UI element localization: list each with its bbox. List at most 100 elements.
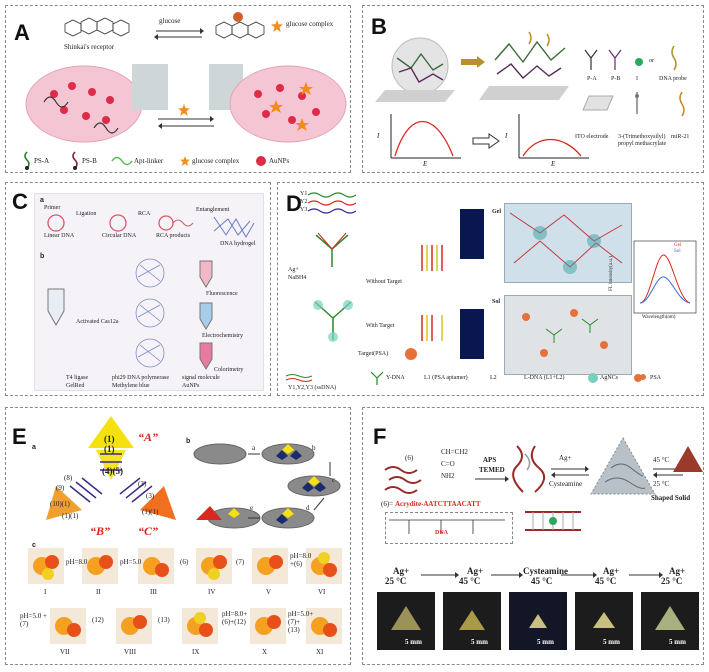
d-gel-label: Gel bbox=[492, 209, 501, 215]
d-fluor-photo-sol bbox=[460, 309, 484, 359]
equilibrium-arrows bbox=[154, 28, 204, 40]
legend-ps-b: PS-B bbox=[82, 157, 97, 165]
droplet-arrows bbox=[158, 116, 214, 129]
e-tri-num-1a: (1) bbox=[104, 434, 115, 444]
e-disk-steps bbox=[193, 443, 341, 529]
f-scale-5: 5 mm bbox=[669, 638, 686, 646]
f-seq: Acrydite-AATCTTAACATT bbox=[395, 500, 481, 508]
f-chem-1: CH=CH2 bbox=[441, 448, 468, 456]
d-sol-label: Sol bbox=[492, 299, 501, 305]
hydrogel-degraded bbox=[479, 31, 569, 100]
legend-aunps: AuNPs bbox=[269, 157, 290, 165]
panel-e: E a (1) (1) (4)(5) (8) (9) (10)(1) (1)(1… bbox=[5, 407, 351, 665]
d-legend-l1: L1 (PSA aptamer) bbox=[424, 375, 468, 381]
e-sub-c: c bbox=[32, 542, 36, 549]
legend-psb-icon bbox=[72, 151, 78, 170]
c-tube-main bbox=[47, 288, 65, 327]
d-legend-ydna: Y-DNA bbox=[386, 375, 405, 381]
center-star-icon bbox=[178, 104, 190, 116]
e-row1-arrow-3: (6) bbox=[180, 558, 189, 566]
d-gel-network bbox=[509, 212, 623, 274]
f-polymer-backbone bbox=[389, 519, 505, 534]
f-ag-label: Ag+ bbox=[559, 454, 572, 462]
c-dna-hydrogel bbox=[213, 216, 255, 239]
c-enzyme-label: Activated Cas12a bbox=[76, 319, 119, 325]
receptor-complex-structure bbox=[215, 12, 265, 39]
f-scale-3: 5 mm bbox=[537, 638, 554, 646]
d-plot-xlabel: Wavelength(nm) bbox=[642, 315, 676, 320]
legend-p-b: P-B bbox=[611, 76, 621, 82]
f-step3-l2: 45 °C bbox=[531, 576, 553, 586]
c-fluorescence: Fluorescence bbox=[206, 291, 238, 297]
d-psa-icon bbox=[405, 348, 417, 360]
d-target-psa: Target(PSA) bbox=[358, 351, 389, 357]
panel-d: D Y1 Y2 Y3 Ag+ NaBH4 Without Target With… bbox=[277, 182, 704, 396]
d-y3: Y3 bbox=[300, 207, 308, 213]
legend-p-a: P-A bbox=[587, 76, 597, 82]
c-legend-gelred: GelRed bbox=[66, 383, 85, 389]
legend-i-icon bbox=[635, 58, 643, 66]
f-step4-l1: Ag+ bbox=[603, 566, 620, 576]
e-label-b: “B” bbox=[90, 524, 111, 538]
d-fluor-photo-gel bbox=[460, 209, 484, 259]
e-roman-iv: IV bbox=[208, 588, 216, 596]
d-plot-series-gel: Gel bbox=[674, 243, 682, 248]
legend-silane-icon bbox=[635, 92, 639, 114]
d-nabh4: NaBH4 bbox=[288, 275, 307, 281]
legend-mir21: miR-21 bbox=[671, 134, 690, 140]
e-roman-xi: XI bbox=[316, 648, 324, 656]
e-step-b: b bbox=[312, 444, 316, 452]
e-step-c: c bbox=[332, 476, 336, 484]
e-roman-i: I bbox=[44, 588, 47, 596]
f-scale-4: 5 mm bbox=[603, 638, 620, 646]
glucose-complex-star-icon bbox=[271, 20, 283, 32]
d-legend-psa-icon bbox=[634, 374, 646, 382]
e-row2-arrow-1: pH=5.0 +(7) bbox=[20, 612, 47, 628]
droplet-right bbox=[229, 65, 347, 143]
e-step-d: d bbox=[306, 504, 310, 512]
e-roman-vii: VII bbox=[60, 648, 70, 656]
d-without-target: Without Target bbox=[366, 279, 402, 285]
e-tri-num-11: (1)(1) bbox=[62, 512, 79, 520]
legend-psa-icon bbox=[24, 151, 30, 170]
e-tri-num-11c: (1)(1) bbox=[142, 508, 159, 516]
f-step3-l1: Cysteamine bbox=[523, 566, 568, 576]
f-arrow-1 bbox=[475, 476, 509, 482]
panel-d-label: D bbox=[286, 191, 302, 216]
cv-axis-i-left: I bbox=[377, 132, 380, 140]
e-row2-arrow-5: pH=5.0+ (7)+(13) bbox=[288, 610, 314, 634]
e-tri-num-8: (8) bbox=[64, 474, 73, 482]
c-sub-b: b bbox=[40, 253, 45, 260]
c-ligation: Ligation bbox=[76, 211, 97, 217]
d-with-target: With Target bbox=[366, 323, 395, 329]
d-ag: Ag+ bbox=[288, 267, 299, 273]
c-rca: RCA bbox=[138, 211, 151, 217]
c-linear-dna bbox=[47, 214, 65, 232]
legend-ps-a: PS-A bbox=[34, 157, 50, 165]
legend-silane: 3-(Trimethoxysilyl) propyl methacrylate bbox=[618, 134, 667, 147]
e-row1-arrow-4: (7) bbox=[236, 558, 245, 566]
legend-apt-linker-icon bbox=[111, 156, 133, 166]
c-rca-products bbox=[158, 215, 194, 231]
d-plot-ylabel: FL intensity(a.u.) bbox=[608, 256, 614, 291]
c-electrochemistry: Electrochemistry bbox=[202, 333, 243, 339]
d-sol-cube bbox=[504, 295, 632, 375]
droplet-left bbox=[25, 65, 143, 143]
legend-star-icon bbox=[180, 156, 190, 166]
f-ag-bridge-icon bbox=[525, 511, 581, 531]
legend-apt-linker: Apt-linker bbox=[134, 157, 164, 165]
f-step1-l1: Ag+ bbox=[393, 566, 410, 576]
f-chem-2: C=O bbox=[441, 460, 455, 468]
f-25c: 25 °C bbox=[653, 480, 670, 488]
e-row2-blobs bbox=[55, 612, 337, 637]
f-monomer: (6) bbox=[405, 454, 414, 462]
hydrogel-sphere bbox=[375, 37, 455, 102]
e-label-a: “A” bbox=[138, 430, 159, 444]
cv-curve-high bbox=[390, 114, 461, 159]
e-tri-num-10: (10)(1) bbox=[50, 500, 70, 508]
cv-curve-low bbox=[518, 114, 589, 159]
f-hydrogel-strands bbox=[512, 445, 546, 493]
d-linkers-bottom bbox=[421, 315, 443, 341]
e-roman-ii: II bbox=[96, 588, 101, 596]
legend-glucose-complex: glucose complex bbox=[192, 157, 240, 165]
